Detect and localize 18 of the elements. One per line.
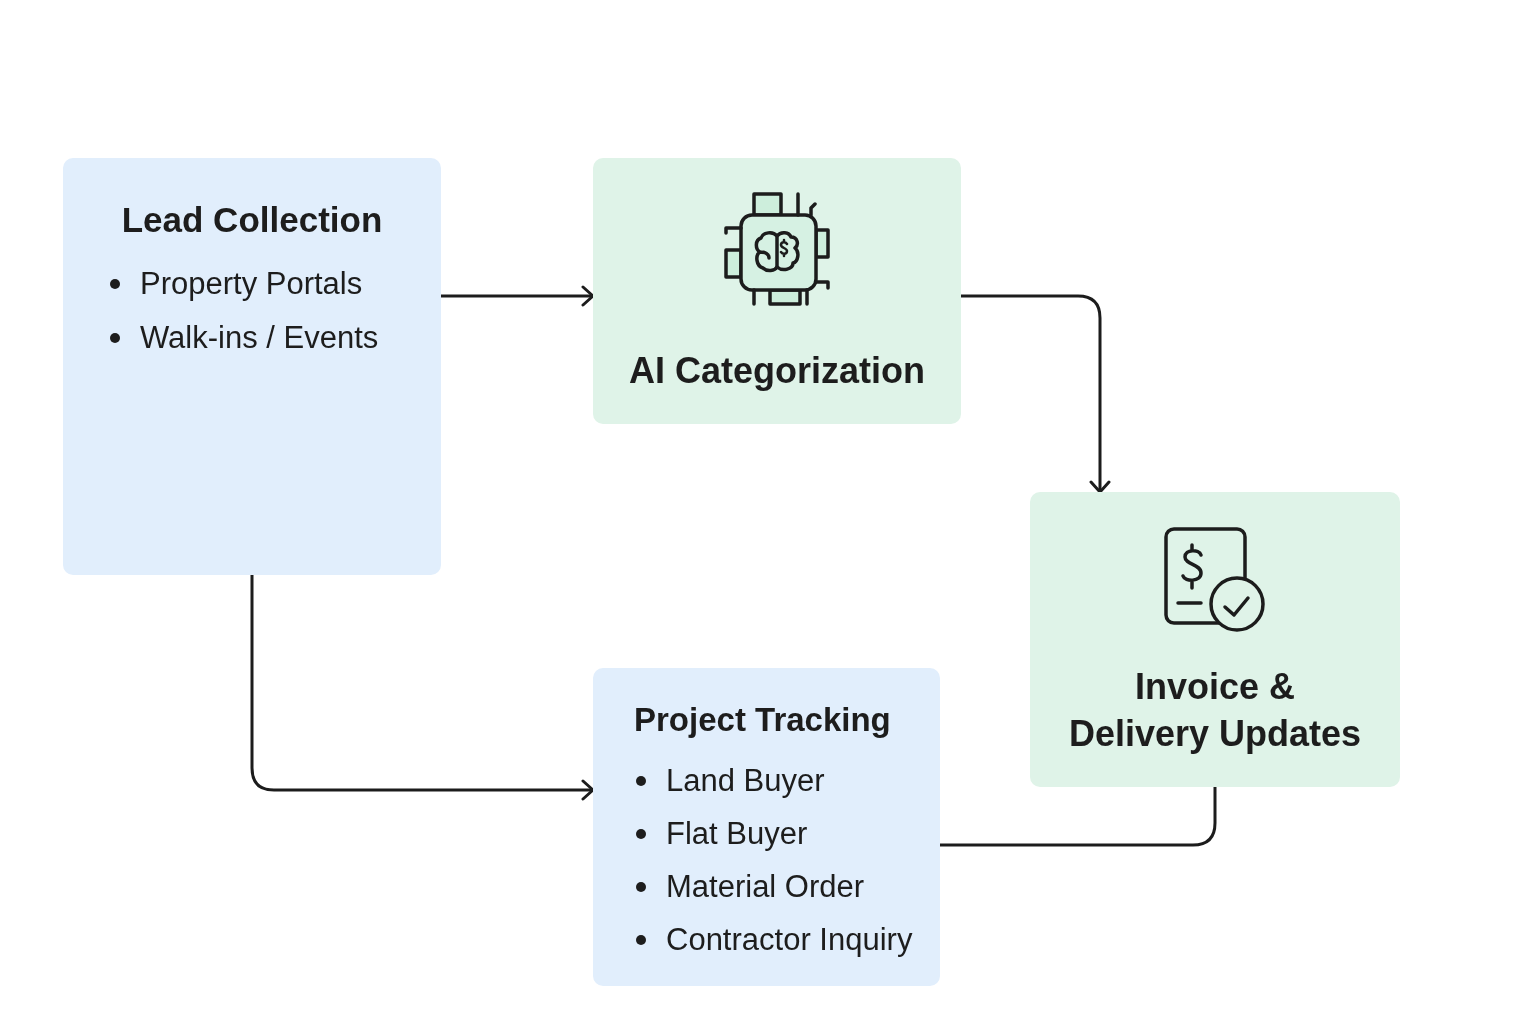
arrow [441, 285, 595, 307]
list-item: Walk-ins / Events [140, 319, 379, 356]
list-item: Property Portals [140, 265, 363, 302]
box-title: Lead Collection [120, 199, 384, 241]
arrow [961, 294, 1111, 494]
process-box [593, 668, 940, 986]
process-box [1030, 492, 1400, 787]
box-title: Project Tracking [633, 700, 892, 740]
list-item: Land Buyer [666, 763, 825, 799]
arrow [250, 575, 595, 801]
list-item: Flat Buyer [666, 816, 808, 852]
box-title: AI Categorization [629, 349, 925, 392]
box-title: Invoice & Delivery Updates [1067, 665, 1363, 756]
list-item: Contractor Inquiry [666, 922, 913, 958]
connector-line [940, 787, 1217, 847]
process-box [593, 158, 961, 424]
list-item: Material Order [666, 869, 865, 905]
process-box [63, 158, 441, 575]
